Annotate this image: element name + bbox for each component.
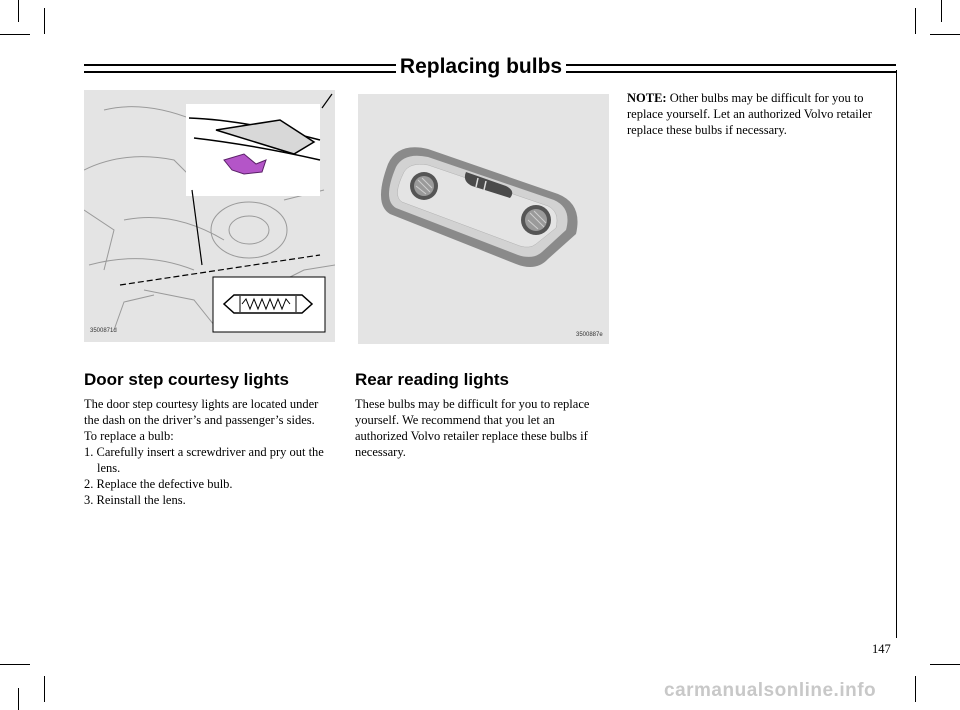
crop-mark [18, 0, 19, 22]
door-step-step-1: 1. Carefully insert a screwdriver and pr… [84, 445, 324, 475]
figure-code: 3500887e [576, 332, 603, 338]
header-rule-left [84, 64, 396, 73]
reading-light-text: These bulbs may be difficult for you to … [355, 397, 590, 459]
crop-mark [915, 8, 916, 34]
door-step-light-illustration: 3500871d [84, 90, 335, 342]
page-number: 147 [872, 642, 891, 656]
figure-code: 3500871d [90, 328, 117, 334]
crop-mark [915, 676, 916, 702]
note-label: NOTE: [627, 91, 667, 105]
margin-rule [896, 70, 897, 638]
note-paragraph: NOTE: Other bulbs may be difficult for y… [627, 90, 875, 138]
crop-mark [941, 0, 942, 22]
reading-light-heading: Rear reading lights [355, 370, 509, 389]
reading-light-body: These bulbs may be difficult for you to … [355, 396, 607, 460]
watermark: carmanualsonline.info [664, 680, 877, 701]
crop-mark [0, 664, 30, 665]
door-step-body: The door step courtesy lights are locate… [84, 396, 336, 508]
crop-mark [0, 34, 30, 35]
door-step-step-3: 3. Reinstall the lens. [84, 493, 186, 507]
door-step-lead: To replace a bulb: [84, 429, 174, 443]
door-step-heading: Door step courtesy lights [84, 370, 289, 389]
note-text: Other bulbs may be difficult for you to … [627, 91, 872, 137]
crop-mark [44, 676, 45, 702]
rear-reading-light-illustration: 3500887e [358, 94, 609, 344]
page-title: Replacing bulbs [399, 55, 563, 78]
door-step-intro: The door step courtesy lights are locate… [84, 397, 319, 427]
dashboard-drawing [84, 93, 335, 333]
crop-mark [930, 34, 960, 35]
crop-mark [44, 8, 45, 34]
header-rule-right [566, 64, 896, 73]
reading-light-drawing [380, 147, 578, 268]
crop-mark [930, 664, 960, 665]
crop-mark [18, 688, 19, 710]
note-block: NOTE: Other bulbs may be difficult for y… [627, 90, 875, 138]
door-step-step-2: 2. Replace the defective bulb. [84, 477, 233, 491]
